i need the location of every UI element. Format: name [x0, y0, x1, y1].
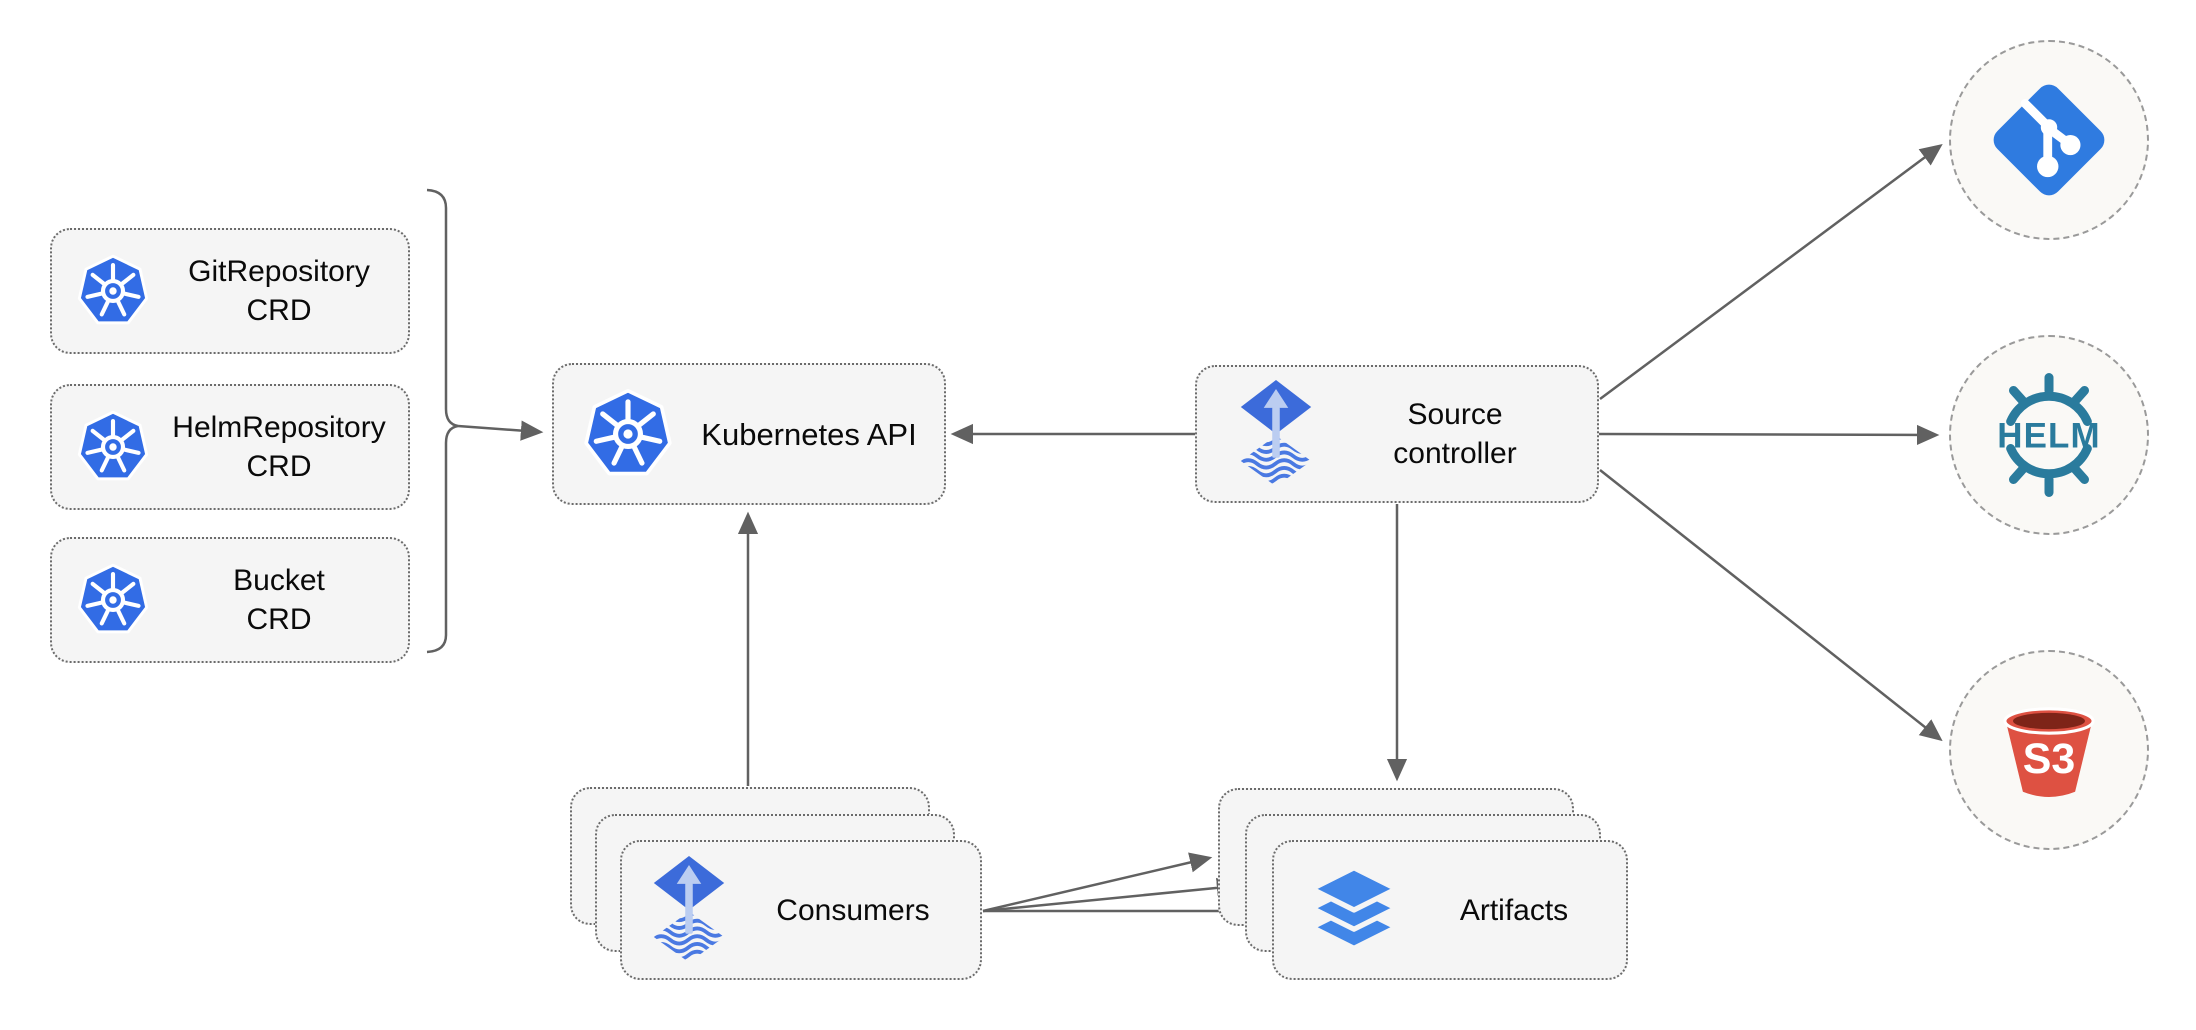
helmrepository-crd-label: HelmRepository CRD	[150, 408, 408, 486]
s3-label: S3	[2023, 735, 2075, 783]
arrow-consumers-to-artifacts-middle	[982, 877, 1240, 913]
helm-label: HELM	[1997, 416, 2101, 455]
gitrepository-crd-label-line1: GitRepository	[188, 255, 370, 288]
helm-source-circle: HELM	[1949, 335, 2149, 535]
helmrepository-crd-label-line1: HelmRepository	[172, 411, 386, 444]
arrow-crds-to-api	[457, 420, 544, 441]
bucket-crd-label-line1: Bucket	[233, 564, 325, 597]
helmrepository-crd-box: HelmRepository CRD	[50, 384, 410, 510]
consumers-label: Consumers	[776, 893, 930, 927]
consumers-box: Consumers	[620, 840, 982, 980]
kubernetes-icon	[76, 254, 150, 328]
gitrepository-crd-label-line2: CRD	[246, 294, 312, 327]
bucket-crd-box: Bucket CRD	[50, 537, 410, 663]
arrow-consumers-to-artifacts-back	[982, 852, 1213, 913]
source-controller-box: Source controller	[1195, 365, 1599, 503]
arrow-controller-to-git-source	[1599, 143, 1943, 401]
kubernetes-api-label: Kubernetes API	[701, 416, 917, 452]
brace-crds	[426, 188, 459, 654]
s3-source-circle: S3	[1949, 650, 2149, 850]
arrow-controller-to-s3-source	[1599, 469, 1943, 742]
bucket-crd-label-line2: CRD	[246, 603, 312, 636]
artifacts-label: Artifacts	[1459, 893, 1569, 927]
git-icon	[1986, 77, 2112, 203]
source-controller-label-line2: controller	[1393, 437, 1517, 470]
kubernetes-icon	[76, 410, 150, 484]
bucket-crd-label: Bucket CRD	[150, 561, 408, 639]
kubernetes-icon	[582, 388, 674, 480]
layers-icon	[1306, 862, 1402, 958]
s3-bucket-icon: S3	[1991, 692, 2107, 808]
artifacts-box: Artifacts	[1272, 840, 1628, 980]
helm-icon: HELM	[1987, 373, 2111, 497]
kubernetes-icon	[76, 563, 150, 637]
gitrepository-crd-box: GitRepository CRD	[50, 228, 410, 354]
kubernetes-api-box: Kubernetes API	[552, 363, 946, 505]
arrow-controller-to-helm-source	[1598, 424, 1940, 446]
gitrepository-crd-label: GitRepository CRD	[150, 252, 408, 330]
flux-icon	[652, 856, 726, 964]
source-controller-label-line1: Source	[1407, 398, 1503, 431]
source-controller-label: Source controller	[1313, 395, 1597, 473]
helmrepository-crd-label-line2: CRD	[246, 450, 312, 483]
git-source-circle	[1949, 40, 2149, 240]
flux-icon	[1239, 380, 1313, 488]
